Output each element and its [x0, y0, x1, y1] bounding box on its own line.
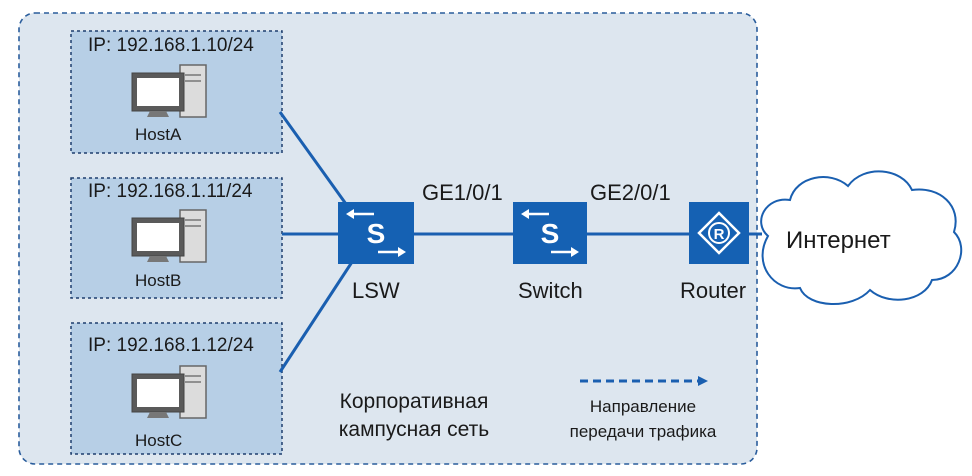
lsw-switch-icon: S: [338, 202, 414, 264]
pc-icon: [131, 209, 207, 263]
internet-label: Интернет: [786, 227, 891, 254]
legend-label-line1: Направление: [589, 397, 697, 416]
router-icon: R: [689, 202, 749, 264]
host-c-ip: IP: 192.168.1.12/24: [88, 335, 254, 356]
svg-text:R: R: [714, 226, 725, 243]
svg-text:S: S: [541, 218, 560, 249]
switch-label: Switch: [518, 278, 583, 303]
switch-icon: S: [513, 202, 587, 264]
host-b-ip: IP: 192.168.1.11/24: [88, 181, 253, 202]
campus-label-line2: кампусная сеть: [338, 418, 490, 441]
campus-label-line1: Корпоративная: [339, 390, 489, 413]
svg-text:S: S: [367, 218, 386, 249]
internet-cloud-icon: [760, 170, 963, 305]
port-label-ge1: GE1/0/1: [422, 180, 503, 205]
host-a-name: HostA: [135, 125, 182, 144]
host-a-ip: IP: 192.168.1.10/24: [88, 35, 254, 56]
legend-label: Направление передачи трафика: [550, 394, 736, 444]
campus-label: Корпоративная кампусная сеть: [314, 388, 514, 444]
lsw-label: LSW: [352, 278, 400, 303]
host-b-name: HostB: [135, 271, 182, 290]
host-c-name: HostC: [135, 431, 183, 450]
port-label-ge2: GE2/0/1: [590, 180, 671, 205]
legend-label-line2: передачи трафика: [569, 422, 717, 441]
router-label: Router: [680, 278, 747, 303]
link-hostc-lsw: [278, 261, 354, 373]
pc-icon: [131, 64, 207, 118]
link-hosta-lsw: [278, 111, 348, 205]
pc-icon: [131, 365, 207, 419]
